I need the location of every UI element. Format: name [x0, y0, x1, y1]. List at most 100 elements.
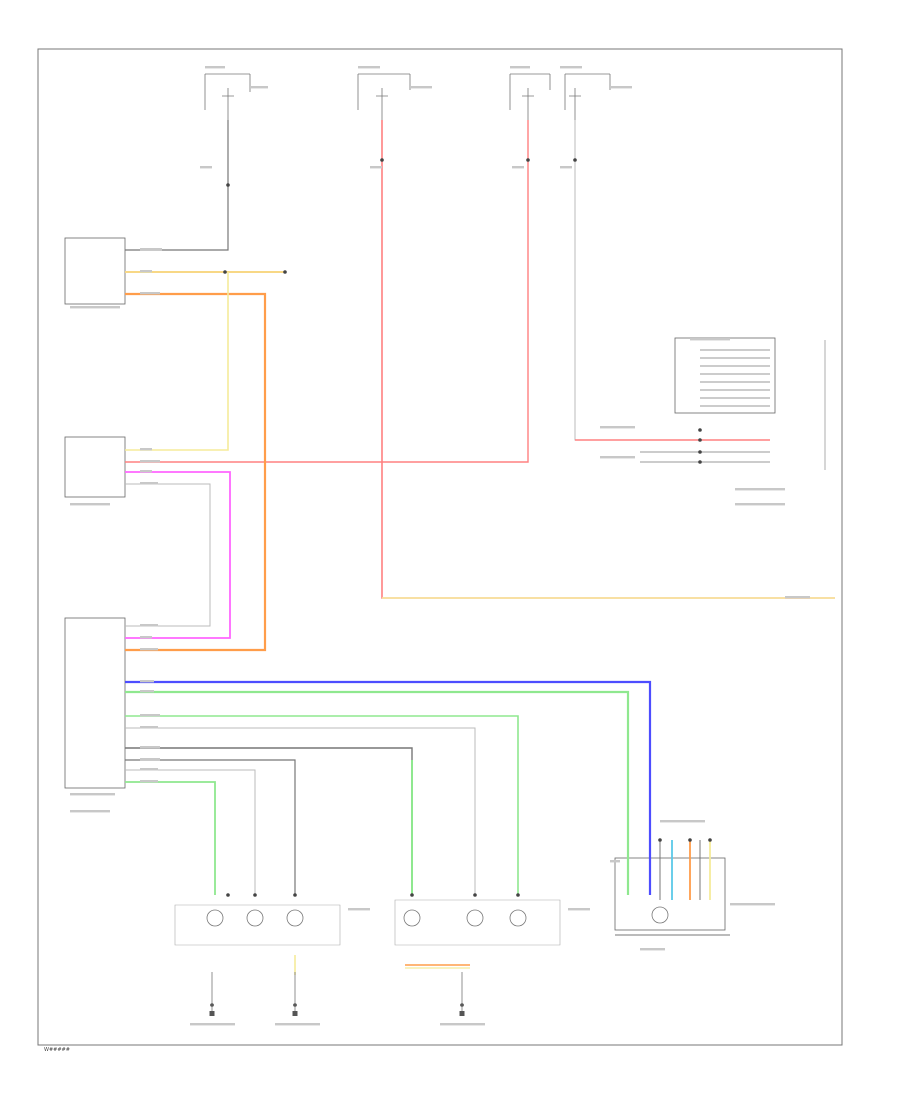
connector-dot: [293, 893, 297, 897]
wire-fuse1-flasher: [125, 120, 229, 251]
wire-code-label: [370, 166, 382, 169]
wire-code-label: [140, 470, 152, 473]
headlamp-control-module: [64, 617, 126, 789]
wire-code-label: [205, 66, 225, 69]
wire-gray-5: [125, 769, 256, 895]
connector-dot: [688, 838, 692, 842]
wire-code-label: [730, 903, 775, 906]
wire-code-label: [140, 460, 160, 463]
connector-dot: [526, 158, 530, 162]
wire-code-label: [140, 758, 160, 761]
wire-code-label: [140, 680, 154, 683]
connector-dot: [226, 183, 230, 187]
headlamp-left-outline: [174, 904, 341, 946]
lamp-bulb: [509, 909, 527, 927]
wire-code-label: [140, 624, 158, 627]
connector-dot: [708, 838, 712, 842]
wire-code-label: [610, 86, 632, 89]
wire-code-label: [690, 338, 730, 341]
diagram-frame: [37, 48, 843, 1046]
wire-code-label: [140, 726, 158, 729]
wire-code-label: [440, 1023, 485, 1026]
wire-yellow-down: [125, 272, 229, 451]
wire-code-label: [140, 714, 160, 717]
ground-terminal-icon: [209, 1011, 215, 1016]
connector-dots: [210, 158, 712, 1007]
wire-green-1: [125, 690, 630, 895]
wire-code-label: [70, 503, 110, 506]
lamp-group: [174, 899, 669, 946]
wire-blue: [125, 680, 652, 895]
connector-dot: [226, 893, 230, 897]
wire-code-label: [140, 768, 158, 771]
wire-code-label: [275, 1023, 320, 1026]
wire-code-label: [568, 908, 590, 911]
wire-code-label: [560, 66, 582, 69]
connector-dot: [573, 158, 577, 162]
wire-code-label: [140, 482, 158, 485]
lamp-bulb: [466, 909, 484, 927]
wire-code-label: [140, 636, 152, 639]
emergency-flasher-switch: [64, 237, 126, 305]
connector-dot: [283, 270, 287, 274]
connector-dot: [698, 428, 702, 432]
ground-terminal-icon: [292, 1011, 298, 1016]
wire-gray-ls: [125, 483, 211, 627]
wire-code-label: [560, 166, 572, 169]
wire-code-label: [410, 86, 432, 89]
wire-code-label: [660, 820, 705, 823]
wire-code-label: [140, 270, 152, 273]
connector-dot: [698, 450, 702, 454]
wire-panel-bus: [700, 349, 770, 407]
wire-code-label: [140, 248, 162, 251]
wire-code-label: [70, 793, 115, 796]
wire-code-label: [140, 448, 152, 451]
wire-code-label: [140, 780, 158, 783]
lamp-bulb: [246, 909, 264, 927]
fuse-relay-panel: [674, 337, 776, 414]
wire-code-label: [735, 503, 785, 506]
connector-dot: [410, 893, 414, 897]
lamp-bulb: [206, 909, 224, 927]
wire-orange-loop: [125, 292, 267, 652]
wire-green-2: [125, 715, 519, 895]
wire-green-4: [125, 781, 216, 895]
fuse-panel-3: [509, 73, 611, 120]
wire-code-label: [140, 746, 160, 749]
wire-code-label: [600, 426, 635, 429]
wire-code-label: [600, 456, 635, 459]
lamp-bulb: [403, 909, 421, 927]
ground-group: [209, 972, 465, 1016]
lamp-bulb: [651, 906, 669, 924]
wire-code-label: [70, 306, 120, 309]
connector-dot: [516, 893, 520, 897]
connector-dot: [698, 460, 702, 464]
wire-code-label: [70, 810, 110, 813]
wire-code-label: [640, 948, 665, 951]
wire-code-label: [512, 166, 524, 169]
connector-dot: [223, 270, 227, 274]
fuse-panel-1: [204, 73, 251, 120]
connector-dot: [658, 838, 662, 842]
wire-code-label: [200, 166, 212, 169]
wire-code-label: [190, 1023, 235, 1026]
ground-terminal-icon: [459, 1011, 465, 1016]
right-side-connector: [614, 857, 726, 931]
wire-code-label: [510, 66, 530, 69]
wire-magenta: [125, 471, 231, 639]
fuse-panel-2: [357, 73, 411, 120]
wire-panel-lower: [640, 451, 770, 463]
connector-dot: [473, 893, 477, 897]
page-label: W#####: [44, 1047, 70, 1053]
connector-dot: [698, 438, 702, 442]
connector-dot: [253, 893, 257, 897]
connector-dot: [380, 158, 384, 162]
wire-code-label: [358, 66, 380, 69]
wire-code-label: [735, 488, 785, 491]
wire-gray-4: [125, 759, 296, 895]
wire-gray-2: [125, 727, 476, 895]
wire-code-label: [348, 908, 370, 911]
wire-labels: [70, 66, 810, 1026]
wire-code-label: [140, 648, 158, 651]
